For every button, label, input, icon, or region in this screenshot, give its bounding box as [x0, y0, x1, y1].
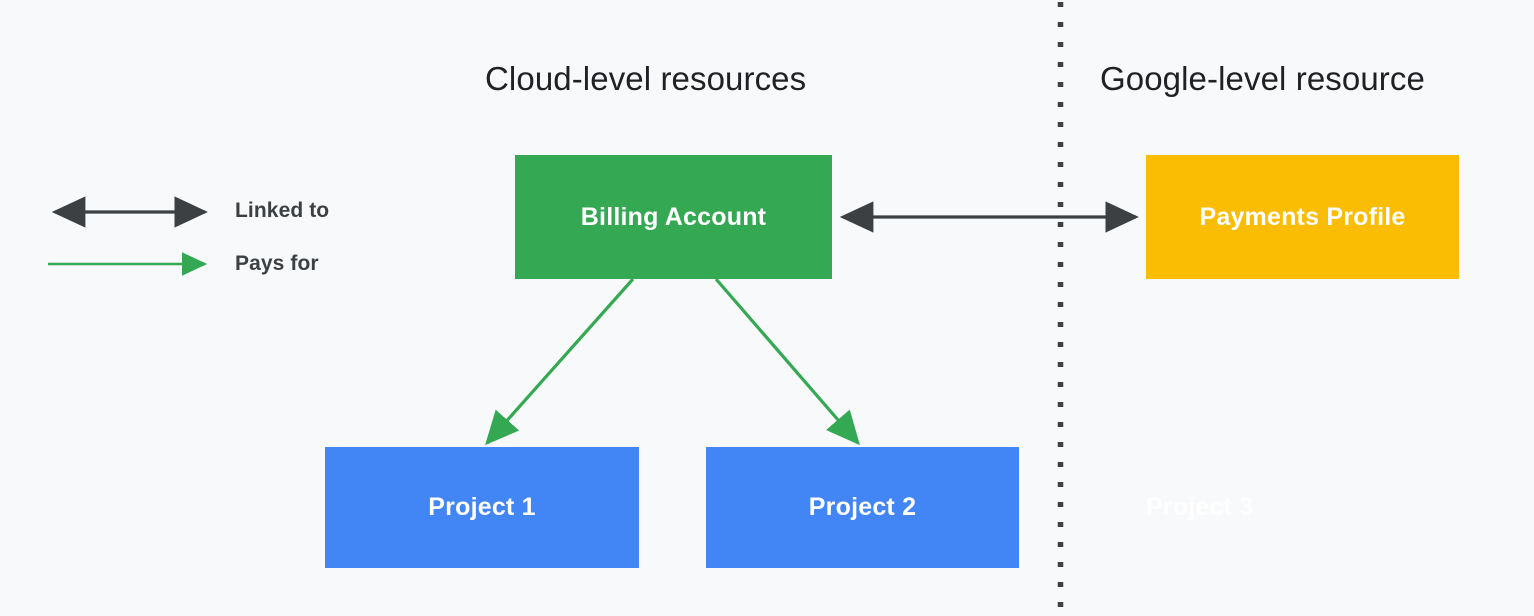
node-billing-account[interactable]: Billing Account: [515, 155, 832, 279]
node-project-1[interactable]: Project 1: [325, 447, 639, 568]
edge-billing-to-project-1: [485, 277, 635, 446]
node-payments-profile-label: Payments Profile: [1199, 202, 1406, 231]
legend-label-pays-for: Pays for: [235, 252, 319, 275]
node-payments-profile[interactable]: Payments Profile: [1146, 155, 1459, 279]
node-project-1-label: Project 1: [428, 493, 536, 521]
legend-label-linked-to: Linked to: [235, 199, 330, 222]
node-project-2[interactable]: Project 2: [706, 447, 1019, 568]
node-project-3-label: Project 3: [1146, 493, 1254, 521]
edge-billing-to-project-2: [714, 277, 860, 446]
cloud-level-resources-title: Cloud-level resources: [485, 60, 807, 97]
node-project-3[interactable]: Project 3: [1146, 447, 1343, 568]
node-billing-account-label: Billing Account: [580, 202, 767, 231]
google-level-resource-title: Google-level resource: [1100, 60, 1425, 97]
node-project-2-label: Project 2: [808, 493, 917, 521]
